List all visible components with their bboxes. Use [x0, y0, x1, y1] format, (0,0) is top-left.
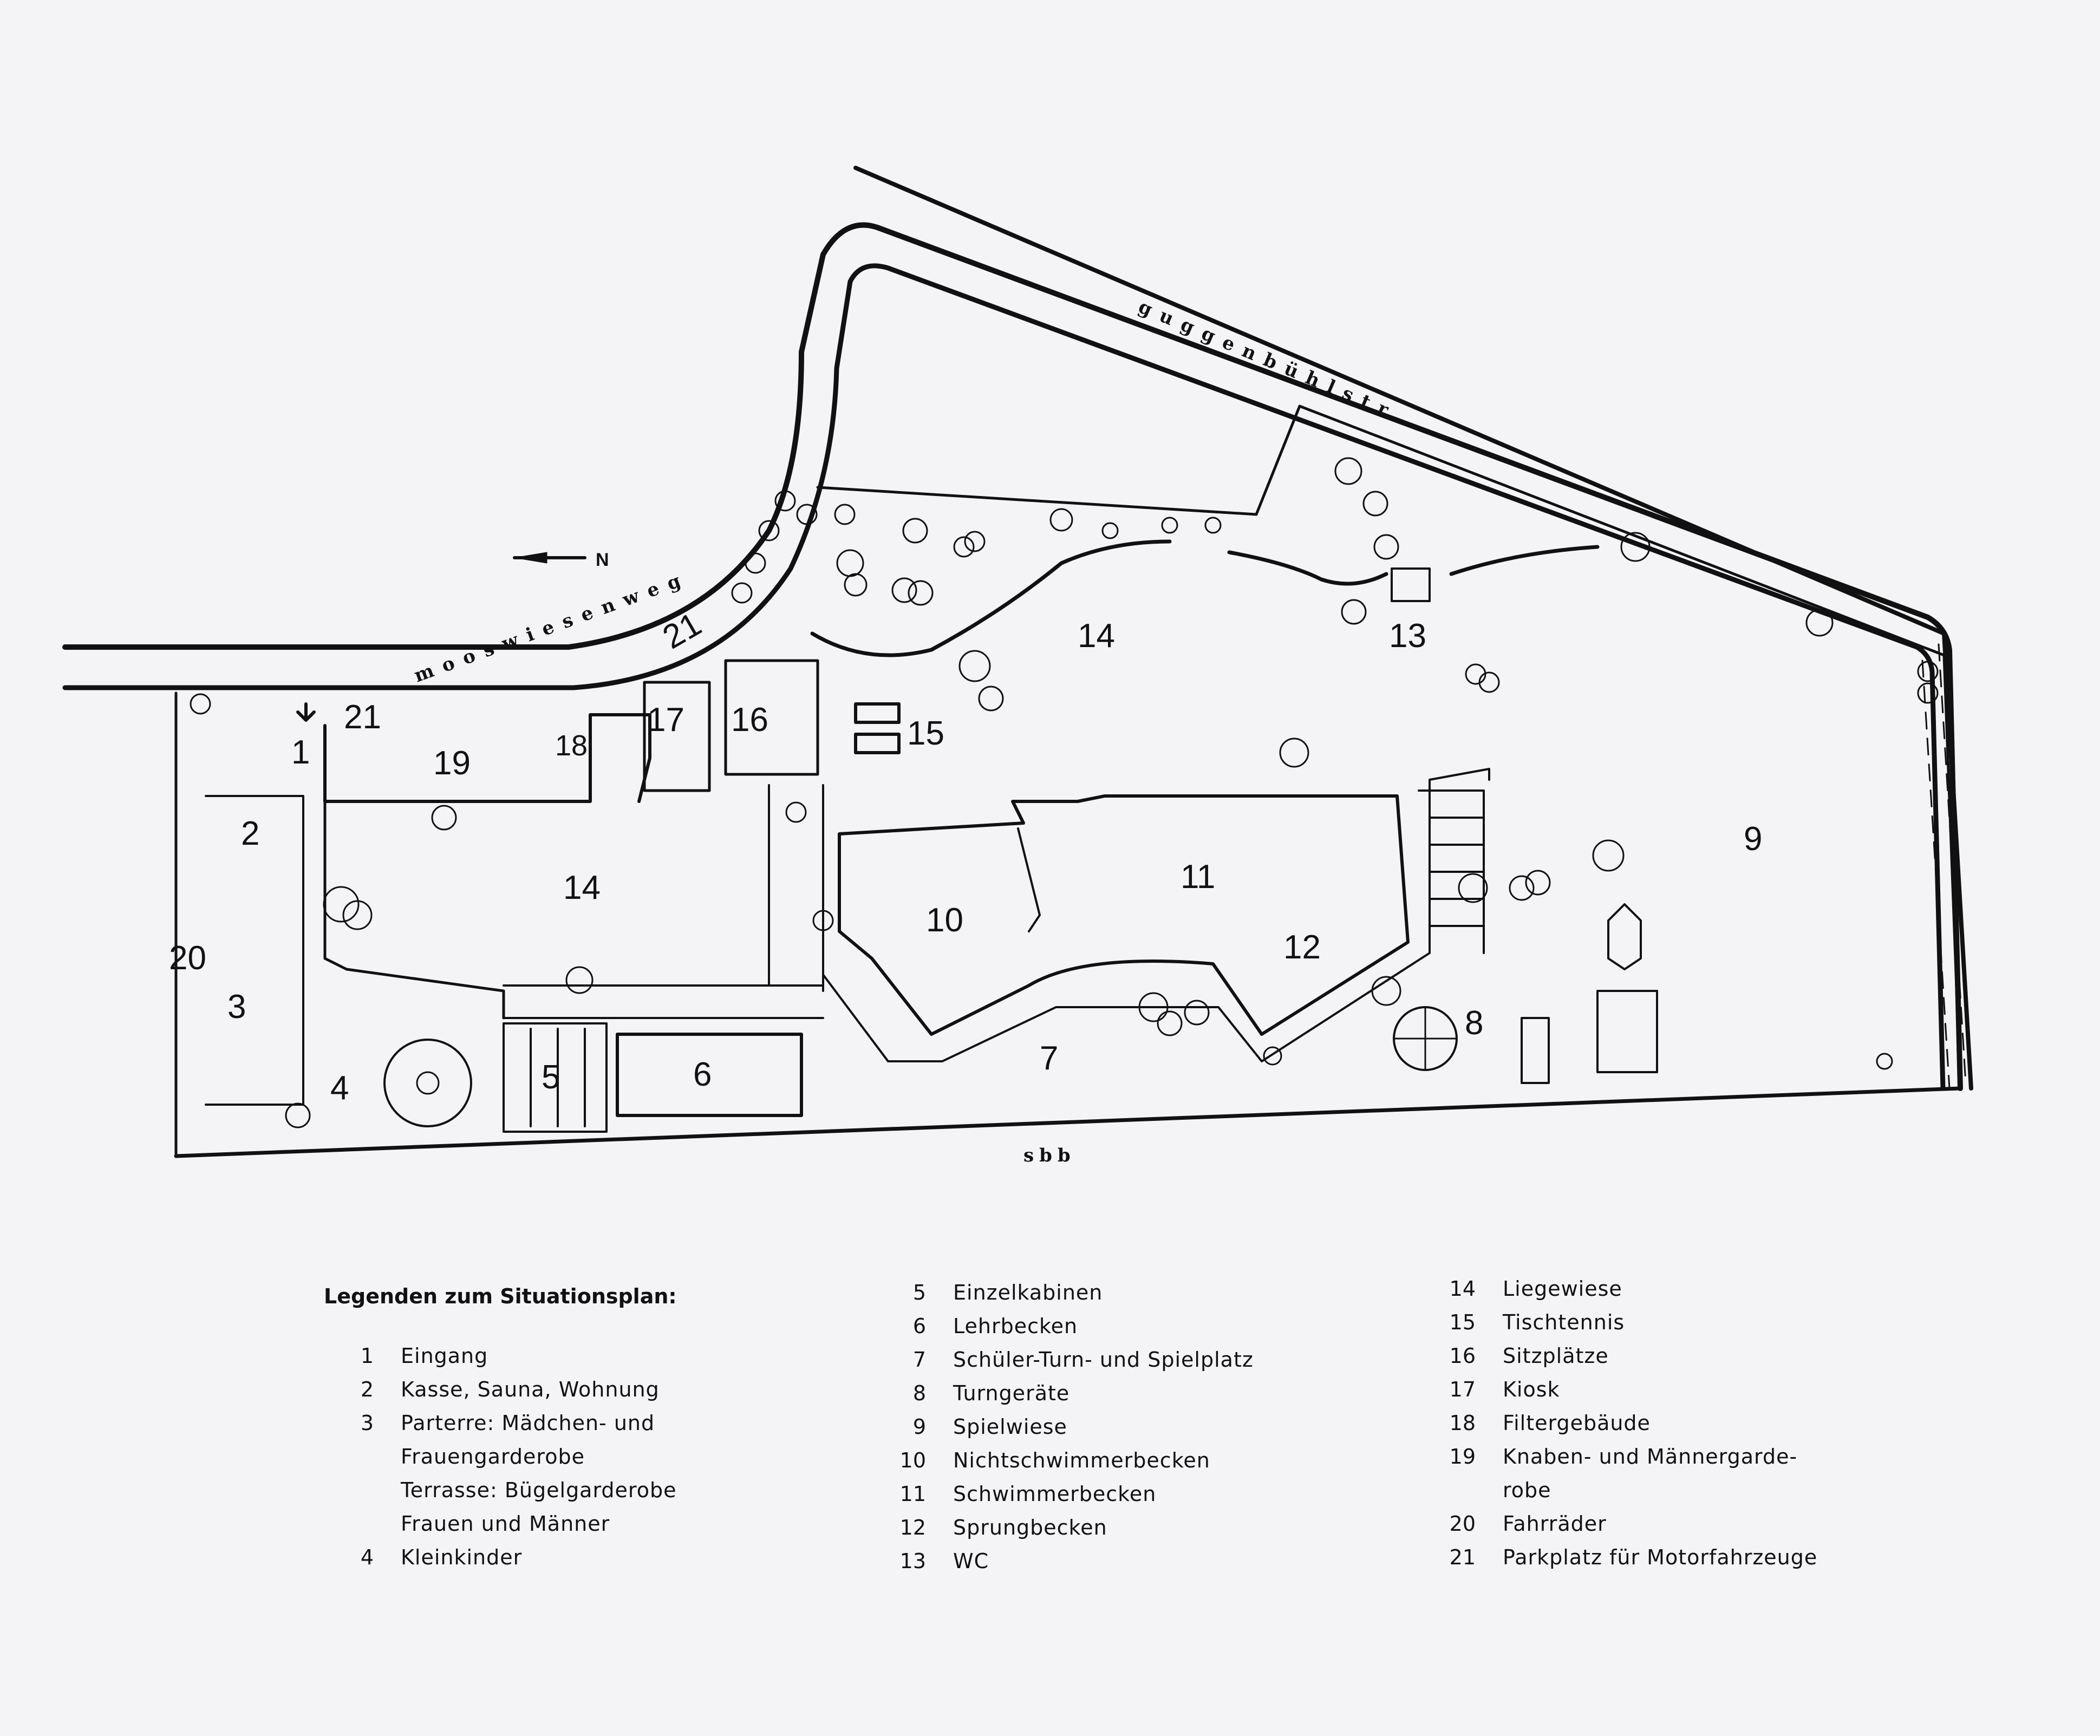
- zone-label-16: 16: [731, 701, 768, 739]
- zone-label-12: 12: [1283, 929, 1321, 966]
- zone-label-21-road: 21: [657, 605, 708, 656]
- zone-label-13: 13: [1389, 617, 1426, 655]
- zone-label-15: 15: [907, 715, 944, 752]
- zone-label-9: 9: [1744, 820, 1762, 858]
- legend-item: Terrasse: Bügelgarderobe: [401, 1478, 677, 1502]
- zone-label-5: 5: [542, 1059, 560, 1096]
- zone-label-18: 18: [555, 729, 588, 762]
- rail-label: sbb: [1023, 1145, 1076, 1166]
- zone-label-7: 7: [1040, 1040, 1058, 1077]
- road-mooswiesen-inner: [62, 263, 1946, 1091]
- legend-item: robe: [1503, 1478, 1551, 1502]
- pool-6: [616, 1033, 803, 1117]
- zone-label-17: 17: [647, 701, 684, 739]
- zone-label-14-north: 14: [1078, 617, 1115, 655]
- pool-10-11: [838, 794, 1410, 1036]
- zone-label-1: 1: [291, 734, 310, 771]
- zone-label-8: 8: [1465, 1004, 1483, 1042]
- legend-item: Frauen und Männer: [401, 1512, 610, 1536]
- zone-label-14-west: 14: [563, 869, 601, 906]
- legend-item: Frauengarderobe: [401, 1445, 585, 1469]
- zone-label-21-parking: 21: [344, 699, 381, 736]
- rail-line: [174, 1086, 1962, 1158]
- road-mooswiesen-outer: [62, 222, 1963, 1091]
- north-label: N: [596, 550, 609, 570]
- zone-label-11: 11: [1181, 858, 1215, 896]
- cabins-5: [503, 1022, 608, 1133]
- legend-title: Legenden zum Situationsplan:: [324, 1284, 677, 1308]
- zone-label-6: 6: [693, 1056, 712, 1093]
- zone-label-2: 2: [241, 815, 259, 852]
- zone-label-3: 3: [227, 988, 246, 1026]
- zone-label-4: 4: [330, 1069, 349, 1107]
- zone-label-19: 19: [433, 745, 471, 782]
- zone-label-20: 20: [169, 939, 206, 977]
- zone-label-10: 10: [926, 902, 963, 939]
